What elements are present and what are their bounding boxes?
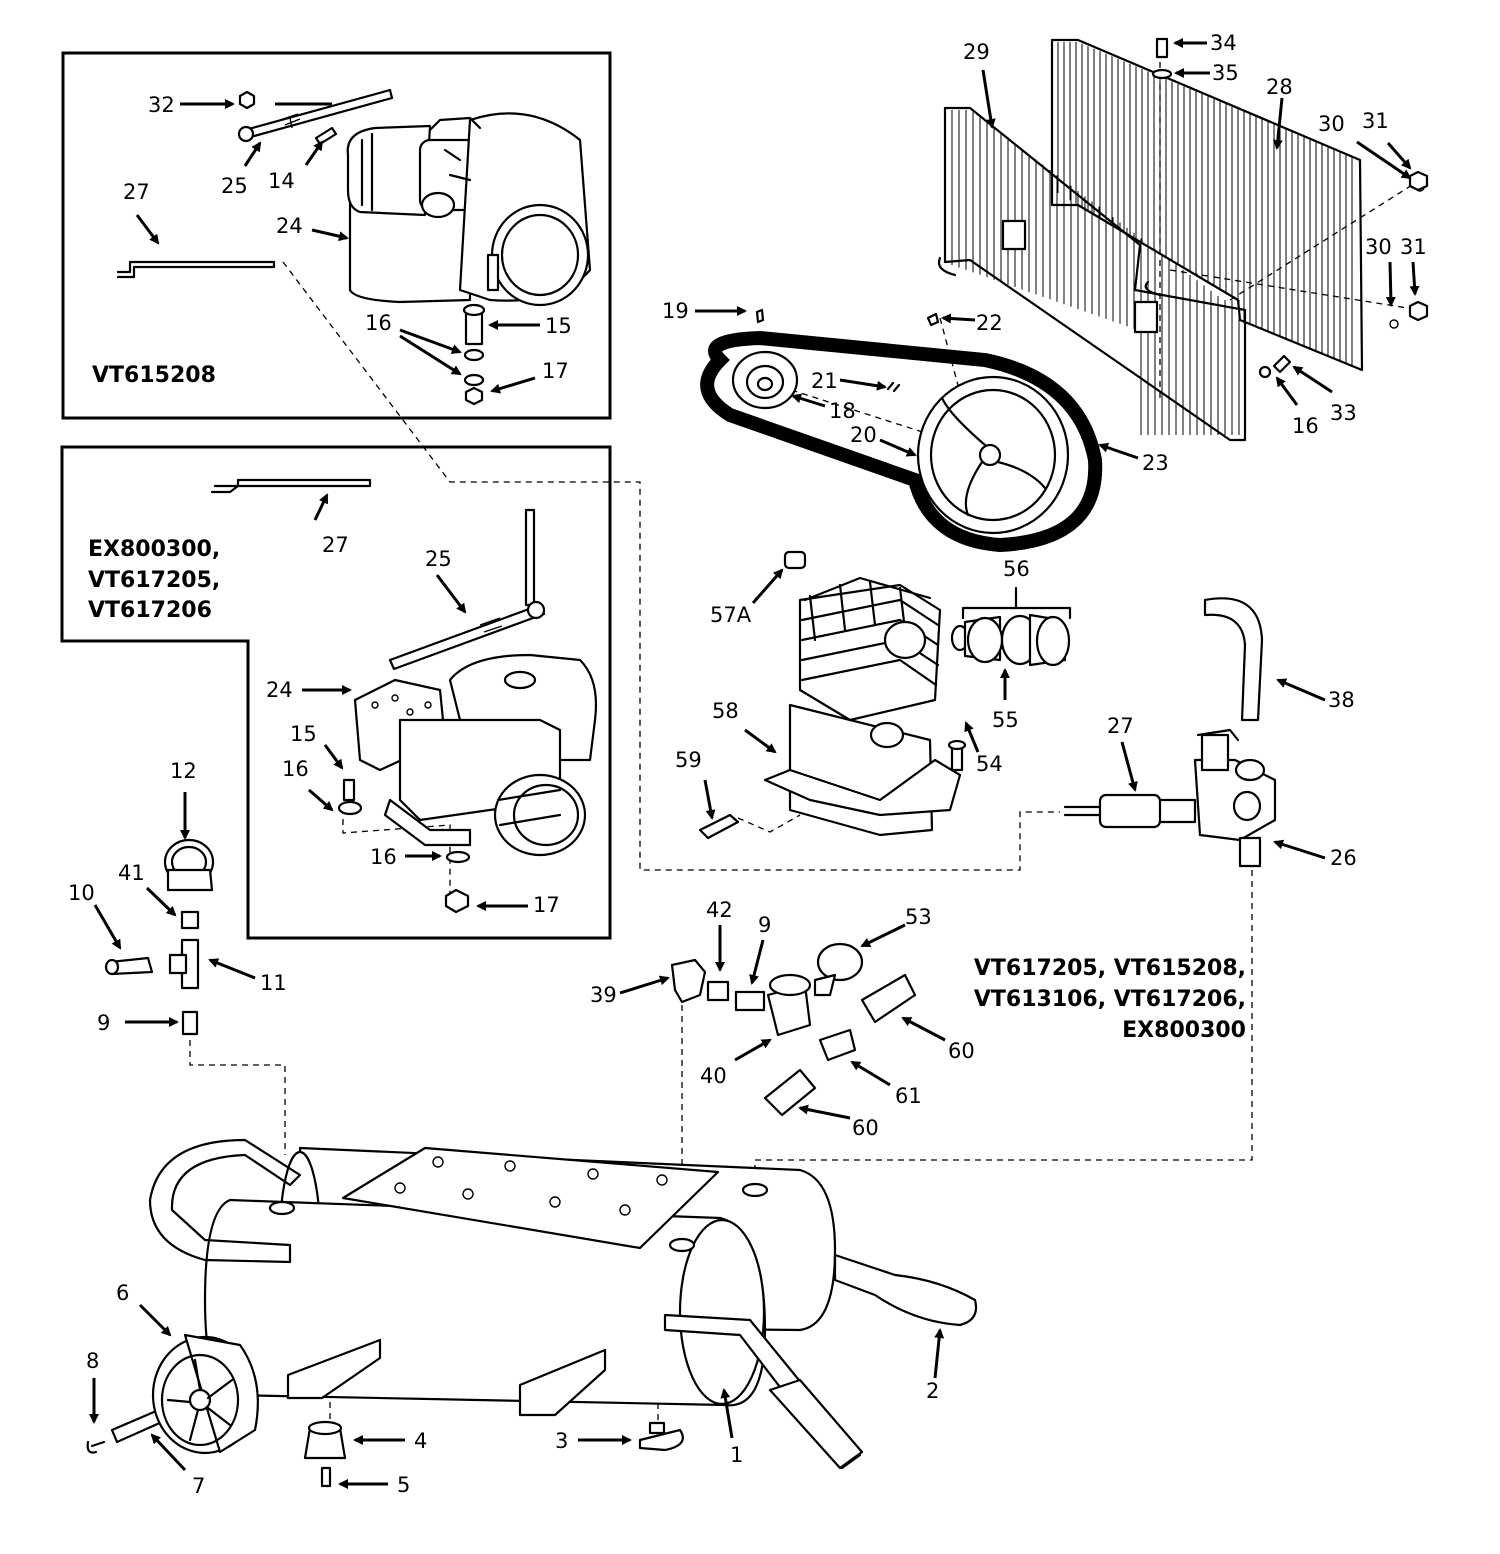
- mount-hardware-box-a: [462, 303, 486, 406]
- callout-40: 40: [700, 1064, 727, 1088]
- callout-25-box-a: 25: [221, 174, 248, 198]
- callout-57a: 57A: [710, 603, 752, 627]
- callout-34: 34: [1210, 31, 1237, 55]
- callout-24-box-a: 24: [276, 214, 303, 238]
- callout-9-gauge: 9: [97, 1011, 110, 1035]
- callout-42: 42: [706, 898, 733, 922]
- callout-25-box-b: 25: [425, 547, 452, 571]
- compressor-pump: [698, 550, 967, 840]
- callout-6: 6: [116, 1281, 129, 1305]
- callout-9-outlet: 9: [758, 913, 771, 937]
- pilot-valve: [1063, 728, 1277, 868]
- callout-3: 3: [555, 1429, 568, 1453]
- callout-22: 22: [976, 311, 1003, 335]
- callout-27-valve: 27: [1107, 714, 1134, 738]
- callout-12: 12: [170, 759, 197, 783]
- belt-drive: [700, 308, 1103, 553]
- model-note-line-2: VT613106, VT617206,: [974, 987, 1246, 1012]
- callout-labels: 1 2 3 4 5 6 7 8 9 9 10 11 12 14 15 15 16…: [68, 31, 1427, 1498]
- box-b-frame: [60, 445, 612, 940]
- gauge-tee-assembly: [104, 838, 215, 1036]
- callout-7: 7: [192, 1474, 205, 1498]
- callout-26: 26: [1330, 846, 1357, 870]
- callout-33: 33: [1330, 401, 1357, 425]
- callout-16-box-b-top: 16: [282, 757, 309, 781]
- callout-2: 2: [926, 1379, 939, 1403]
- callout-8: 8: [86, 1349, 99, 1373]
- callout-16-box-b-bottom: 16: [370, 845, 397, 869]
- callout-31-top: 31: [1362, 109, 1389, 133]
- engine-box-b: [210, 478, 598, 914]
- callout-35: 35: [1212, 61, 1239, 85]
- callout-58: 58: [712, 699, 739, 723]
- callout-30-top: 30: [1318, 112, 1345, 136]
- callout-53: 53: [905, 905, 932, 929]
- engine-box-a: [346, 112, 592, 307]
- outlet-fittings: [670, 942, 917, 1117]
- callout-4: 4: [414, 1429, 427, 1453]
- callout-28: 28: [1266, 75, 1293, 99]
- callout-5: 5: [397, 1473, 410, 1497]
- callout-60-bottom: 60: [852, 1116, 879, 1140]
- callout-19: 19: [662, 299, 689, 323]
- belt-guard-front: [937, 106, 1247, 442]
- callout-11: 11: [260, 971, 287, 995]
- callout-27-box-a: 27: [123, 180, 150, 204]
- callout-16-box-a: 16: [365, 311, 392, 335]
- callout-24-box-b: 24: [266, 678, 293, 702]
- callout-15-box-b: 15: [290, 722, 317, 746]
- callout-21: 21: [811, 369, 838, 393]
- callout-16-guard: 16: [1292, 414, 1319, 438]
- callout-55: 55: [992, 708, 1019, 732]
- callout-1: 1: [730, 1443, 743, 1467]
- box-a-frame: [61, 51, 612, 420]
- callout-30-bottom: 30: [1365, 235, 1392, 259]
- callout-56: 56: [1003, 557, 1030, 581]
- discharge-tube: [1203, 597, 1264, 722]
- model-note-line-1: VT617205, VT615208,: [974, 956, 1246, 981]
- callout-32: 32: [148, 93, 175, 117]
- callout-61: 61: [895, 1084, 922, 1108]
- box-b-model-label-3: VT617206: [88, 598, 212, 623]
- guard-hardware: [1151, 37, 1429, 379]
- callout-15-box-a: 15: [545, 314, 572, 338]
- callout-14: 14: [268, 169, 295, 193]
- callout-17-box-a: 17: [542, 359, 569, 383]
- callout-18: 18: [829, 399, 856, 423]
- callout-60-right: 60: [948, 1039, 975, 1063]
- box-b-model-label-1: EX800300,: [88, 537, 220, 562]
- callout-41: 41: [118, 861, 145, 885]
- callout-17-box-b: 17: [533, 893, 560, 917]
- box-b-model-label-2: VT617205,: [88, 568, 220, 593]
- box-a-model-label: VT615208: [92, 363, 216, 388]
- model-note-line-3: EX800300: [1122, 1018, 1246, 1043]
- throttle-parts-box-a: [116, 88, 394, 279]
- callout-23: 23: [1142, 451, 1169, 475]
- callout-39: 39: [590, 983, 617, 1007]
- callout-54: 54: [976, 752, 1003, 776]
- callout-20: 20: [850, 423, 877, 447]
- callout-38: 38: [1328, 688, 1355, 712]
- intake-filter: [950, 586, 1072, 667]
- callout-10: 10: [68, 881, 95, 905]
- air-tank: [148, 1138, 978, 1470]
- callout-27-box-b: 27: [322, 533, 349, 557]
- callout-29: 29: [963, 40, 990, 64]
- callout-arrows: [89, 38, 1420, 1489]
- callout-59: 59: [675, 748, 702, 772]
- tank-accessories: [86, 1333, 684, 1488]
- belt-guard-rear: [1050, 38, 1364, 372]
- callout-31-bottom: 31: [1400, 235, 1427, 259]
